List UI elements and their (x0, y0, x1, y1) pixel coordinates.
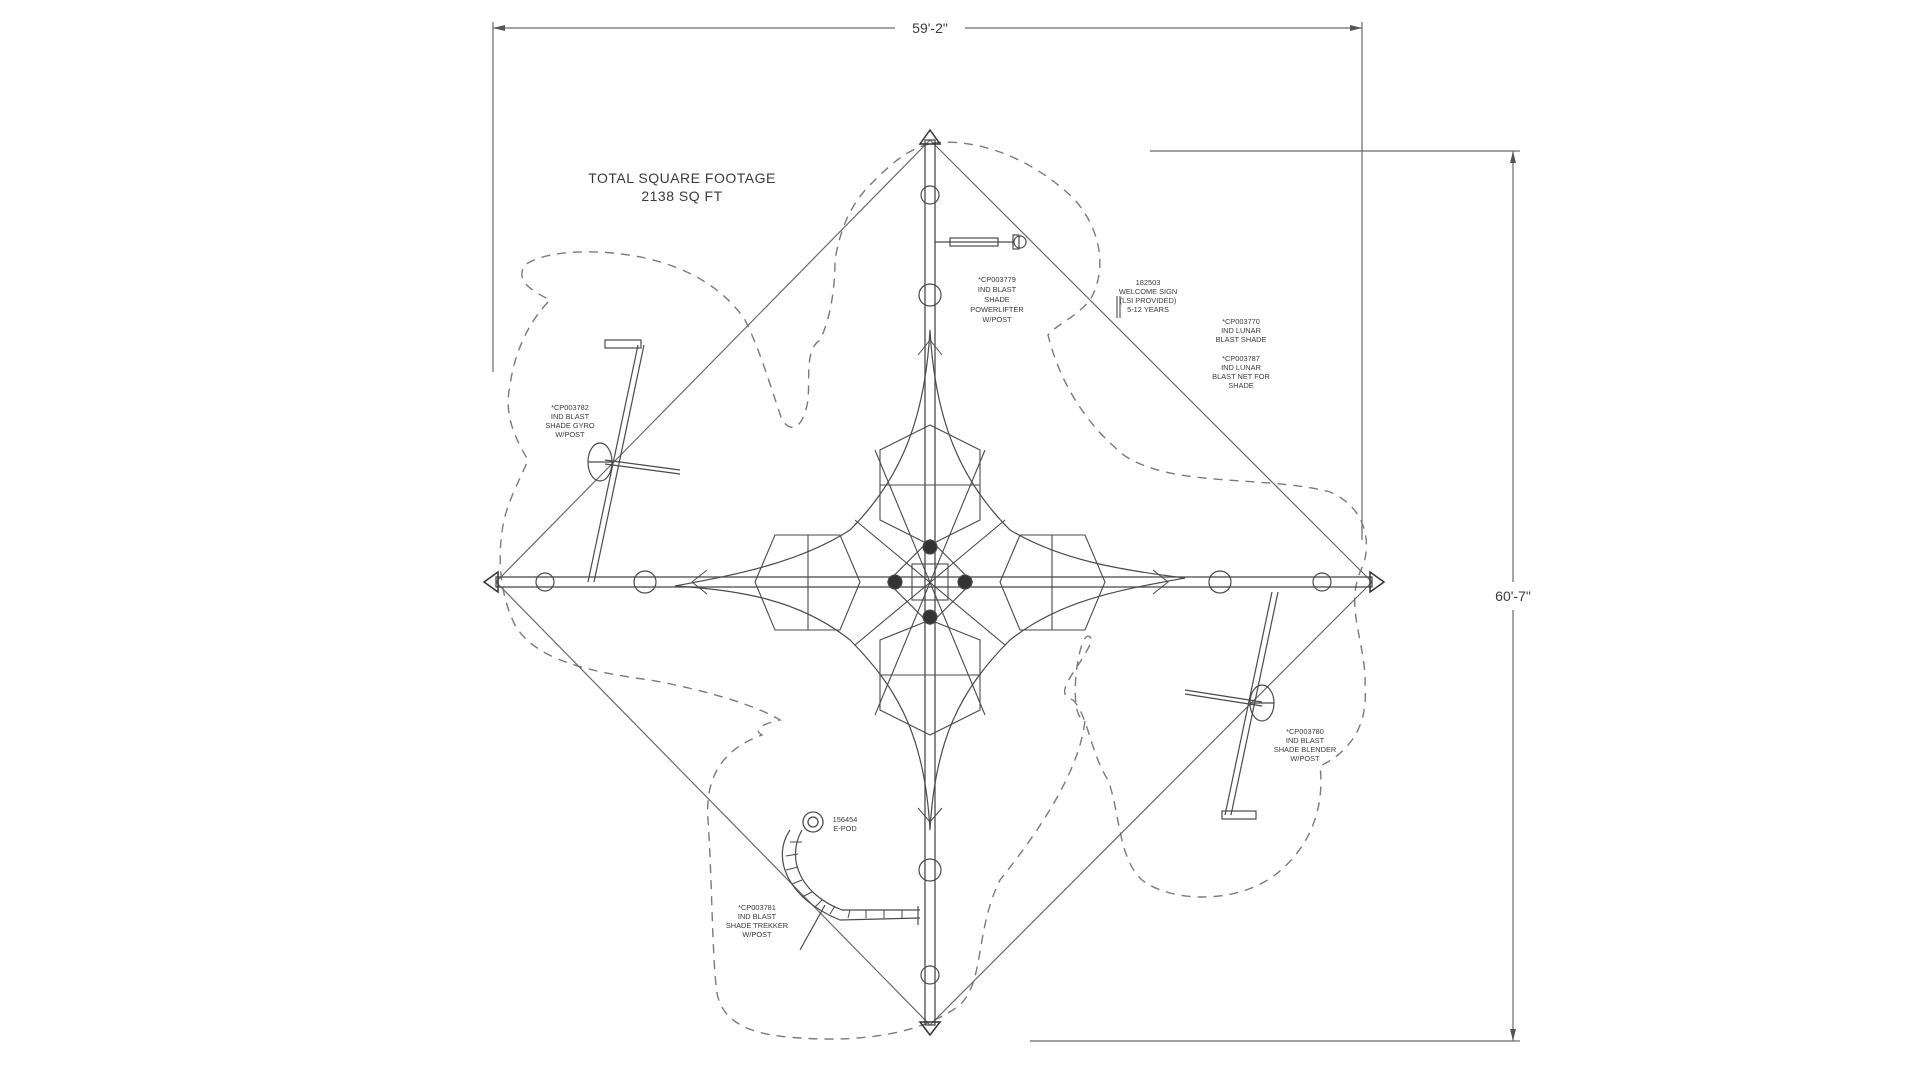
total-area-title: TOTAL SQUARE FOOTAGE (588, 170, 776, 186)
svg-text:E-POD: E-POD (833, 824, 856, 833)
blender-equipment (1184, 591, 1279, 820)
height-dimension: 60'-7" (1030, 150, 1531, 1042)
svg-text:SHADE: SHADE (1228, 381, 1254, 390)
callout-powerlifter: *CP003779 IND BLAST SHADE POWERLIFTER W/… (970, 275, 1023, 324)
powerlifter-equipment (935, 234, 1027, 250)
callout-lunar-shade: *CP003770 IND LUNAR BLAST SHADE (1216, 317, 1267, 344)
svg-text:*CP003770: *CP003770 (1222, 317, 1260, 326)
svg-text:IND BLAST: IND BLAST (738, 912, 777, 921)
svg-text:IND BLAST: IND BLAST (1286, 736, 1325, 745)
callout-gyro: *CP003782 IND BLAST SHADE GYRO W/POST (545, 403, 595, 439)
callout-trekker: *CP003781 IND BLAST SHADE TREKKER W/POST (726, 903, 788, 939)
callout-blender: *CP003780 IND BLAST SHADE BLENDER W/POST (1274, 727, 1336, 763)
svg-text:SHADE GYRO: SHADE GYRO (545, 421, 595, 430)
svg-text:W/POST: W/POST (742, 930, 772, 939)
svg-text:POWERLIFTER: POWERLIFTER (970, 305, 1023, 314)
svg-text:*CP003780: *CP003780 (1286, 727, 1324, 736)
gyro-equipment (587, 339, 681, 583)
width-dimension: 59'-2" (492, 20, 1363, 540)
svg-text:IND LUNAR: IND LUNAR (1221, 326, 1261, 335)
width-dimension-label: 59'-2" (912, 20, 948, 36)
tension-cables (495, 139, 1373, 1026)
svg-text:182503: 182503 (1136, 278, 1161, 287)
total-square-footage: TOTAL SQUARE FOOTAGE 2138 SQ FT (588, 170, 776, 204)
svg-text:SHADE TREKKER: SHADE TREKKER (726, 921, 788, 930)
svg-text:SHADE: SHADE (984, 295, 1010, 304)
svg-text:*CP003782: *CP003782 (551, 403, 589, 412)
height-dimension-label: 60'-7" (1495, 588, 1531, 604)
callout-lunar-net: *CP003787 IND LUNAR BLAST NET FOR SHADE (1212, 354, 1270, 390)
svg-text:*CP003787: *CP003787 (1222, 354, 1260, 363)
callout-welcome-sign: 182503 WELCOME SIGN (LSI PROVIDED) 5-12 … (1119, 278, 1177, 314)
trekker-equipment (781, 829, 921, 951)
welcome-sign-marker (1116, 296, 1121, 318)
svg-text:BLAST SHADE: BLAST SHADE (1216, 335, 1267, 344)
svg-text:(LSI PROVIDED): (LSI PROVIDED) (1120, 296, 1177, 305)
svg-text:W/POST: W/POST (982, 315, 1012, 324)
main-structure (482, 128, 1386, 1037)
svg-text:BLAST NET FOR: BLAST NET FOR (1212, 372, 1270, 381)
svg-text:SHADE BLENDER: SHADE BLENDER (1274, 745, 1336, 754)
svg-text:W/POST: W/POST (555, 430, 585, 439)
callout-epod: 156454 E-POD (833, 815, 858, 833)
use-zone-boundary (499, 141, 1368, 1040)
svg-text:156454: 156454 (833, 815, 858, 824)
total-area-value: 2138 SQ FT (641, 188, 722, 204)
svg-text:*CP003779: *CP003779 (978, 275, 1016, 284)
epod-equipment (802, 811, 824, 833)
svg-text:IND LUNAR: IND LUNAR (1221, 363, 1261, 372)
svg-text:IND BLAST: IND BLAST (978, 285, 1017, 294)
svg-text:5-12 YEARS: 5-12 YEARS (1127, 305, 1169, 314)
svg-text:WELCOME SIGN: WELCOME SIGN (1119, 287, 1177, 296)
svg-text:W/POST: W/POST (1290, 754, 1320, 763)
svg-text:*CP003781: *CP003781 (738, 903, 776, 912)
svg-text:IND BLAST: IND BLAST (551, 412, 590, 421)
